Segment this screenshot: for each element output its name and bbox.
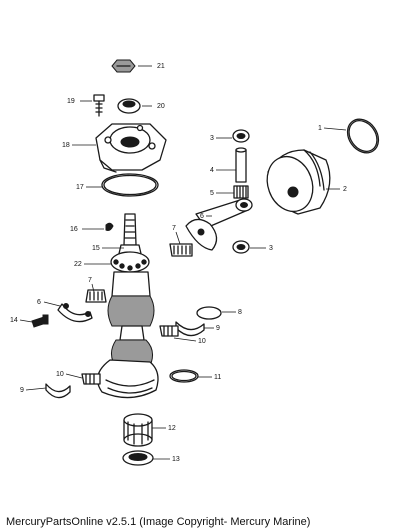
callout-6-left: 6 [37,299,41,306]
callout-15: 15 [92,245,100,252]
key-part[interactable] [105,222,114,231]
retainer-clip-part[interactable] [232,129,250,143]
callout-10-right: 10 [198,338,206,345]
callout-5: 5 [210,190,214,197]
callout-1: 1 [318,125,322,132]
callout-10-left: 10 [56,371,64,378]
callout-3-bottom: 3 [269,245,273,252]
callout-22: 22 [74,261,82,268]
bolt-part[interactable] [93,94,105,117]
callout-18: 18 [62,142,70,149]
callout-16: 16 [70,226,78,233]
seal-part[interactable] [117,98,141,114]
callout-4: 4 [210,167,214,174]
callout-7-left: 7 [88,277,92,284]
piston-ring-part[interactable] [341,113,385,159]
rod-cap-part[interactable] [57,303,93,323]
callout-14: 14 [10,317,18,324]
callout-9-right: 9 [216,325,220,332]
needle-bearing-part[interactable] [233,185,249,199]
bearing-cage-part[interactable] [169,243,193,257]
leader-lines [19,65,347,460]
callout-2: 2 [343,186,347,193]
connecting-rod-part[interactable] [185,198,253,251]
callout-17: 17 [76,184,84,191]
callout-8: 8 [238,309,242,316]
bearing-cage-part[interactable] [85,289,107,303]
callout-20: 20 [157,103,165,110]
screw-part[interactable] [31,314,49,328]
bearing-half-part[interactable] [45,383,71,399]
bearing-cage-part[interactable] [159,325,179,337]
callout-7-right: 7 [172,225,176,232]
roller-bearing-part[interactable] [123,413,153,447]
ring-part[interactable] [196,306,222,320]
retainer-clip-part[interactable] [232,240,250,254]
callout-3-top: 3 [210,135,214,142]
callout-13: 13 [172,456,180,463]
bearing-half-part[interactable] [175,321,205,337]
crankshaft-part[interactable] [96,213,159,399]
copyright-footer: MercuryPartsOnline v2.5.1 (Image Copyrig… [6,516,311,528]
callout-11: 11 [214,374,221,381]
nut-part[interactable] [111,59,136,73]
o-ring-part[interactable] [101,173,159,197]
callout-6-right: 6 [200,213,204,220]
callout-12: 12 [168,425,176,432]
callout-19: 19 [67,98,75,105]
end-cap-part[interactable] [95,123,167,173]
callout-21: 21 [157,63,165,70]
piston-part[interactable] [260,149,331,218]
seal-ring-part[interactable] [122,450,154,466]
callout-labels: 21 20 19 18 17 16 15 22 7 6 14 1 2 3 4 5… [10,63,347,463]
callout-9-left: 9 [20,387,24,394]
bearing-cage-part[interactable] [81,373,101,385]
piston-pin-part[interactable] [235,147,247,183]
retaining-ring-part[interactable] [169,369,199,383]
